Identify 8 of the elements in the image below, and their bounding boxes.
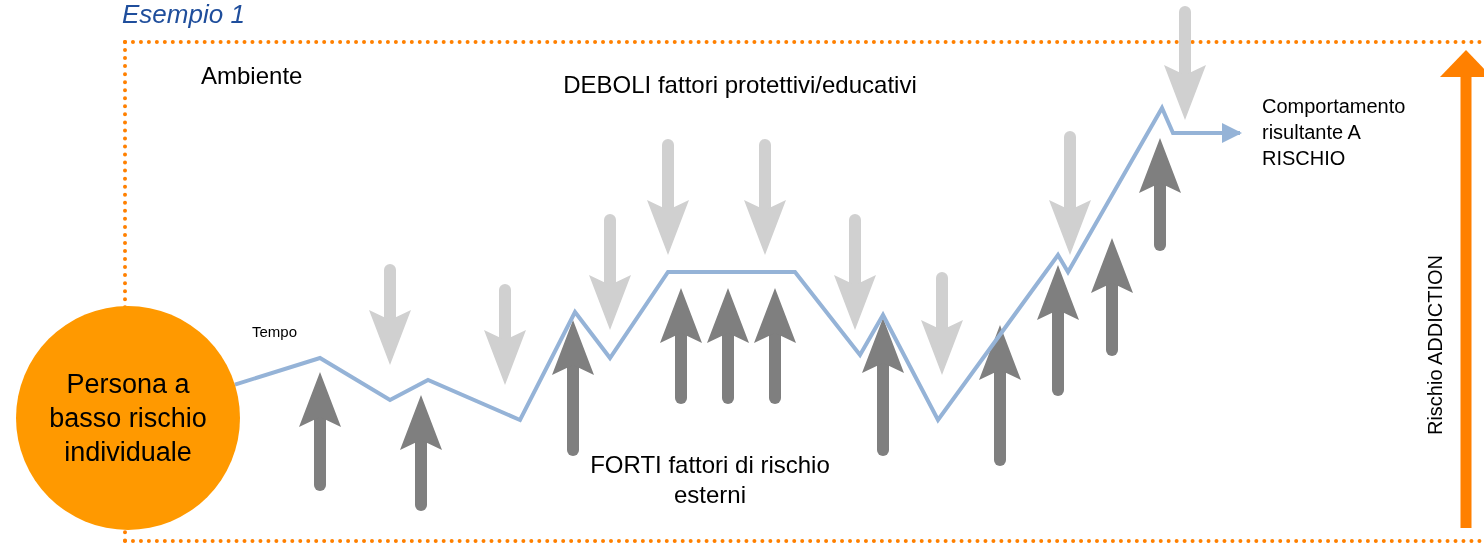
frame-title: Ambiente [201,62,303,90]
person-circle: Persona a basso rischio individuale [16,306,240,530]
factor-label: FORTI fattori di rischio esterni [589,450,831,510]
factor-label: DEBOLI fattori protettivi/educativi [562,70,918,100]
zigzag-arrow [234,103,1242,424]
outcome-text: Comportamento risultante A RISCHIO [1262,93,1432,171]
axis-label: Rischio ADDICTION [1423,255,1447,435]
title: Esempio 1 [122,0,245,28]
